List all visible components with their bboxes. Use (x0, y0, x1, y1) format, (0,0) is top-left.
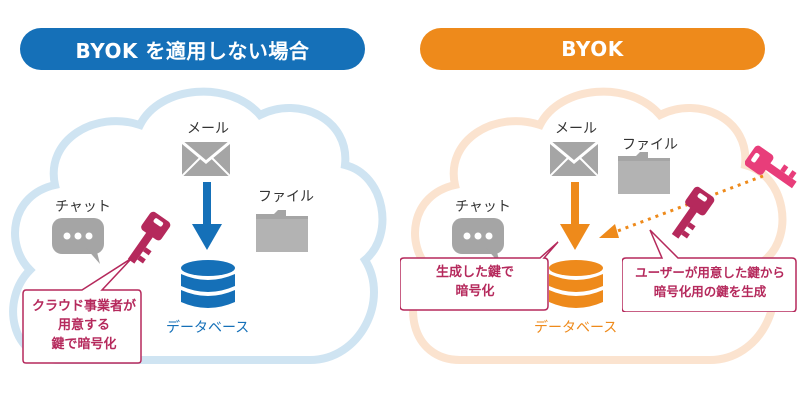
database-label: データベース (534, 320, 618, 336)
file-label: ファイル (622, 137, 678, 153)
callout-line-1: クラウド事業者が (31, 299, 136, 314)
folder-icon (256, 210, 308, 252)
callout-bubble-right (622, 229, 797, 312)
database-icon (181, 260, 235, 308)
generated-key-icon (671, 186, 715, 239)
mail-icon (550, 142, 598, 176)
chat-label: チャット (55, 199, 111, 215)
chat-bubble-icon (52, 218, 104, 264)
arrow-down-icon (560, 182, 590, 250)
title-banner: BYOK を適用しない場合 (20, 28, 365, 70)
database-icon (549, 260, 603, 308)
panel-without-byok: BYOK を適用しない場合 メール ファイル チャット (9, 28, 387, 364)
callout-right-line-2: 暗号化用の鍵を生成 (653, 284, 767, 299)
panel-byok: BYOK メール ファイル チャット (400, 0, 800, 400)
callout-right-line-1: ユーザーが用意した鍵から (635, 265, 785, 280)
callout-line-2: 用意する (57, 318, 110, 333)
file-label: ファイル (258, 189, 314, 205)
chat-label: チャット (455, 199, 511, 215)
callout-text: クラウド事業者が 用意する 鍵で暗号化 (26, 297, 142, 354)
key-icon (127, 211, 171, 264)
callout-bubble (22, 257, 142, 364)
callout-left-line-1: 生成した鍵で (435, 265, 514, 280)
mail-label: メール (555, 121, 597, 137)
callout-left-text: 生成した鍵で 暗号化 (402, 263, 548, 301)
title-banner: BYOK (420, 28, 765, 70)
folder-icon (618, 152, 670, 194)
dotted-arrow (599, 174, 764, 238)
database-label: データベース (166, 320, 250, 336)
callout-right-text: ユーザーが用意した鍵から 暗号化用の鍵を生成 (624, 263, 796, 301)
callout-line-3: 鍵で暗号化 (51, 337, 117, 352)
mail-icon (182, 142, 230, 176)
callout-left-line-2: 暗号化 (455, 284, 495, 299)
user-key-icon (745, 145, 797, 189)
callout-bubble-left (400, 241, 559, 311)
arrow-down-icon (192, 182, 222, 250)
mail-label: メール (187, 121, 229, 137)
